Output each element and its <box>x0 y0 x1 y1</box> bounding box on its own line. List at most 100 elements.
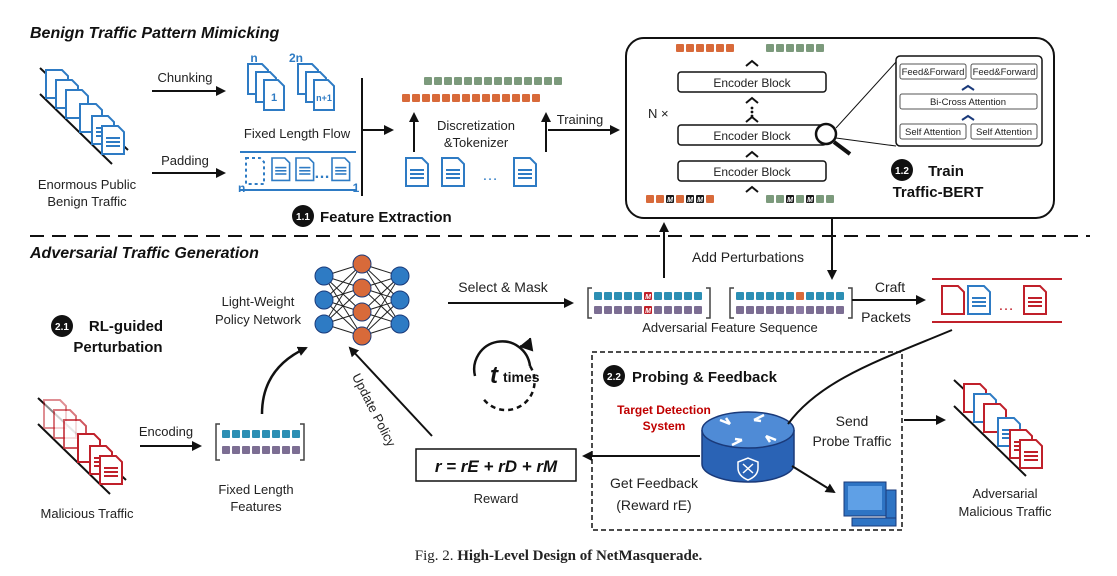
policy-network-label: Policy Network <box>215 312 301 327</box>
padding-label: Padding <box>161 153 209 168</box>
token-square <box>796 195 804 203</box>
adversarial-section-title: Adversarial Traffic Generation <box>29 245 259 262</box>
token-square <box>432 94 440 102</box>
badge-2-2-text: 2.2 <box>607 372 621 383</box>
network-node <box>352 302 372 322</box>
token-square <box>474 77 482 85</box>
token-square <box>786 292 794 300</box>
token-square <box>696 44 704 52</box>
computer-icon <box>843 481 897 527</box>
mask-token-label: M <box>645 308 651 315</box>
token-square <box>806 44 814 52</box>
token-square <box>634 292 642 300</box>
chunked-flows <box>247 63 335 111</box>
craft-label: Craft <box>875 279 905 295</box>
network-node <box>390 290 410 310</box>
system-label: System <box>643 419 686 433</box>
bracket <box>729 287 734 319</box>
token-square <box>554 77 562 85</box>
t-letter: t <box>490 362 499 389</box>
token-square <box>484 77 492 85</box>
token-square <box>292 430 300 438</box>
reward-re-label: (Reward rE) <box>616 497 691 513</box>
doc-icon <box>271 157 291 182</box>
light-weight-label: Light-Weight <box>222 294 295 309</box>
tokenizer-label: &Tokenizer <box>444 135 509 150</box>
doc-icon <box>941 285 965 315</box>
malicious-traffic-label: Malicious Traffic <box>41 506 134 521</box>
malicious-traffic2-label: Malicious Traffic <box>959 504 1052 519</box>
token-square <box>766 292 774 300</box>
bi-cross-attention-label: Bi-Cross Attention <box>930 97 1006 108</box>
token-square <box>806 195 814 203</box>
badge-1-2 <box>891 159 913 181</box>
token-square <box>826 306 834 314</box>
token-square <box>544 77 552 85</box>
token-square <box>706 44 714 52</box>
mask-token-label: M <box>687 197 693 204</box>
bracket <box>300 423 305 461</box>
rl-guided-label: RL-guided <box>89 318 163 335</box>
token-square <box>756 292 764 300</box>
target-detection-label: Target Detection <box>617 403 711 417</box>
doc-icon <box>1019 439 1043 469</box>
token-square <box>756 306 764 314</box>
router-to-computer-arrow <box>791 465 836 494</box>
padded-ellipsis: … <box>314 165 330 182</box>
packets-ellipsis: … <box>998 297 1014 314</box>
token-square <box>694 306 702 314</box>
doc-icon <box>441 157 465 187</box>
badge-2-2 <box>603 365 625 387</box>
token-square <box>676 44 684 52</box>
token-square <box>434 77 442 85</box>
encoder-dots <box>750 106 754 118</box>
self-attention-left-label: Self Attention <box>905 127 961 138</box>
badge-1-2-text: 1.2 <box>895 166 909 177</box>
token-square <box>422 94 430 102</box>
page-n1-label: n+1 <box>316 93 332 103</box>
features-to-policy-arrow <box>260 346 308 415</box>
token-square <box>656 195 664 203</box>
feed-forward-left-label: Feed&Forward <box>902 67 965 78</box>
probing-feedback-box <box>591 351 903 531</box>
token-square <box>664 292 672 300</box>
token-square <box>494 77 502 85</box>
network-node <box>390 314 410 334</box>
token-square <box>454 77 462 85</box>
features-label: Features <box>230 499 282 514</box>
token-square <box>512 94 520 102</box>
token-square <box>252 430 260 438</box>
green-token-row <box>424 77 562 85</box>
token-square <box>464 77 472 85</box>
adversarial-label: Adversarial <box>972 486 1037 501</box>
token-square <box>644 292 652 300</box>
send-label: Send <box>836 413 869 429</box>
update-policy-label: Update Policy <box>349 371 399 450</box>
token-square <box>776 44 784 52</box>
traffic-bert-label: Traffic-BERT <box>893 184 984 201</box>
token-square <box>686 44 694 52</box>
token-square <box>614 292 622 300</box>
padded-n-label: n <box>238 181 245 195</box>
token-square <box>442 94 450 102</box>
token-square <box>806 306 814 314</box>
token-square <box>706 195 714 203</box>
mask-token-label: M <box>697 197 703 204</box>
token-square <box>806 292 814 300</box>
token-square <box>524 77 532 85</box>
token-square <box>624 306 632 314</box>
doc-icon <box>1023 285 1047 315</box>
token-square <box>252 446 260 454</box>
page-n-label: n <box>250 51 257 65</box>
encoder-block-top <box>677 71 827 93</box>
badge-2-1 <box>51 315 73 337</box>
token-square <box>514 77 522 85</box>
network-edge <box>323 263 363 325</box>
token-square <box>452 94 460 102</box>
token-square <box>826 292 834 300</box>
token-square <box>634 306 642 314</box>
self-attention-right-label: Self Attention <box>976 127 1032 138</box>
chunking-label: Chunking <box>158 70 213 85</box>
token-square <box>686 195 694 203</box>
bracket <box>706 287 711 319</box>
